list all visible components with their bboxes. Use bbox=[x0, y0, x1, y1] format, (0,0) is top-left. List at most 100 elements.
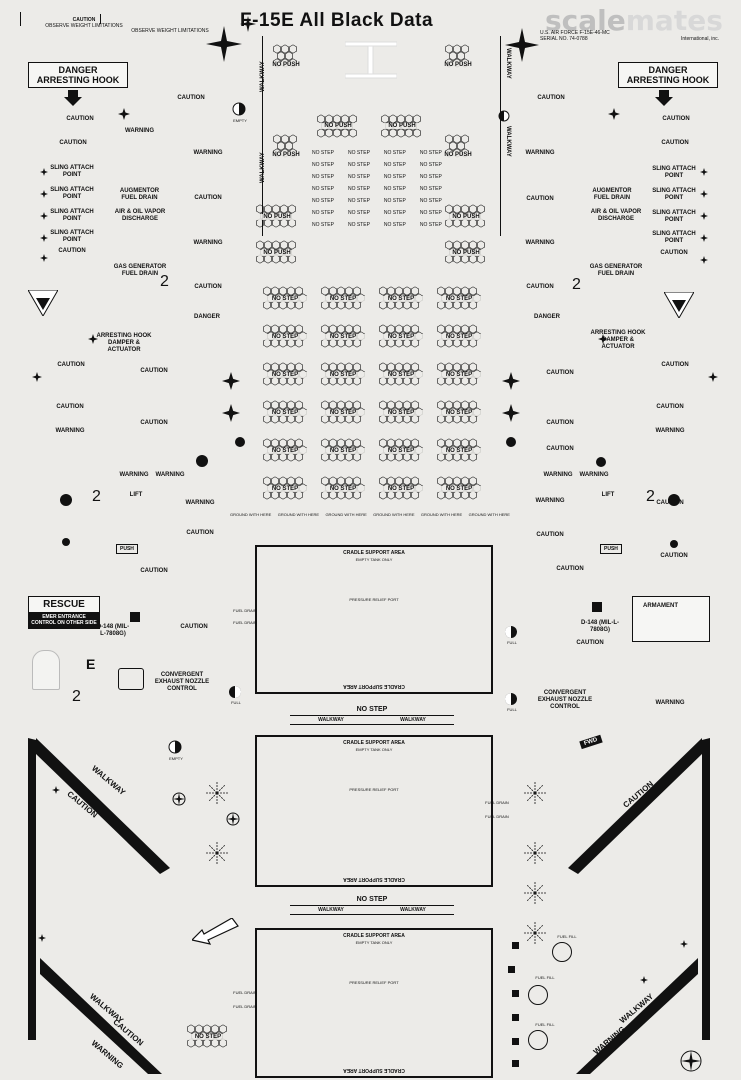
convergent-label: CONVERGENT EXHAUST NOZZLE CONTROL bbox=[537, 690, 593, 710]
star-marker-icon bbox=[708, 372, 718, 382]
danger-label: DANGER bbox=[193, 314, 220, 320]
alignment-star-icon bbox=[206, 26, 242, 62]
star-marker-icon bbox=[700, 256, 708, 264]
danger-intake-icon bbox=[664, 292, 694, 318]
cross-star-icon bbox=[680, 1050, 702, 1072]
crop-mark bbox=[100, 14, 101, 24]
sling-attach-label: SLING ATTACH POINT bbox=[50, 165, 94, 178]
no-step-hex: NO STEP bbox=[320, 476, 366, 504]
no-step-strip: NO STEP bbox=[356, 706, 388, 713]
no-step-text: NO STEP bbox=[419, 162, 442, 168]
caution-label: CAUTION bbox=[140, 368, 168, 374]
caution-label: CAUTION bbox=[140, 568, 168, 574]
ground-point-dot bbox=[60, 494, 72, 506]
sling-attach-label: SLING ATTACH POINT bbox=[652, 231, 696, 244]
caution-label: CAUTION bbox=[186, 530, 214, 536]
alignment-star-icon bbox=[505, 28, 539, 62]
fuel-drain-label: FUEL DRAIN bbox=[233, 1004, 257, 1009]
caution-label: CAUTION bbox=[546, 446, 574, 452]
fuel-fill-label: FUEL FILL bbox=[557, 934, 577, 939]
no-step-hex: NO STEP bbox=[436, 362, 482, 390]
no-push-hex: NO PUSH bbox=[255, 204, 299, 232]
star-marker-icon bbox=[40, 168, 48, 176]
caution-label: CAUTION bbox=[556, 566, 584, 572]
no-step-text: NO STEP bbox=[383, 210, 406, 216]
no-step-hex: NO STEP bbox=[320, 400, 366, 428]
warning-label: WARNING bbox=[655, 428, 685, 434]
warning-label: WARNING bbox=[579, 472, 609, 478]
lift-label: LIFT bbox=[129, 492, 143, 498]
danger-intake-icon bbox=[28, 290, 58, 316]
fuel-fill-ring bbox=[528, 1030, 548, 1050]
walkway-line bbox=[500, 36, 501, 236]
no-step-text: NO STEP bbox=[347, 198, 370, 204]
caution-label: CAUTION bbox=[662, 116, 690, 122]
fuel-drain-label: FUEL DRAIN bbox=[485, 800, 509, 805]
ground-point-dot bbox=[596, 457, 606, 467]
star-marker-icon bbox=[502, 404, 520, 422]
marker-square bbox=[512, 1060, 519, 1067]
caution-label: CAUTION bbox=[194, 195, 222, 201]
no-step-text: NO STEP bbox=[419, 174, 442, 180]
star-marker-icon bbox=[88, 334, 98, 344]
gauge-empty-icon bbox=[168, 740, 182, 754]
no-step-hex: NO STEP bbox=[320, 324, 366, 352]
warning-label: WARNING bbox=[543, 472, 573, 478]
fuel-fill-ring bbox=[552, 942, 572, 962]
push-label: PUSH bbox=[116, 544, 138, 554]
air-oil-vapor-label: AIR & OIL VAPOR DISCHARGE bbox=[590, 209, 642, 222]
no-step-text: NO STEP bbox=[383, 198, 406, 204]
fuel-drain-label: FUEL DRAIN bbox=[485, 814, 509, 819]
marker-square bbox=[512, 942, 519, 949]
manufacturer: International, inc. bbox=[680, 36, 720, 42]
no-step-text: NO STEP bbox=[347, 174, 370, 180]
no-step-text: NO STEP bbox=[383, 150, 406, 156]
convergent-label: CONVERGENT EXHAUST NOZZLE CONTROL bbox=[154, 672, 210, 692]
liquid-box bbox=[118, 668, 144, 690]
no-step-text: NO STEP bbox=[383, 222, 406, 228]
no-step-hex: NO STEP bbox=[436, 286, 482, 314]
no-step-hex: NO STEP bbox=[320, 362, 366, 390]
caution-label: CAUTION bbox=[194, 284, 222, 290]
no-step-text: NO STEP bbox=[347, 186, 370, 192]
tow-symbol-icon bbox=[345, 41, 397, 79]
no-push-hex: NO PUSH bbox=[444, 44, 472, 88]
rosette-icon bbox=[524, 922, 546, 944]
marker-square bbox=[592, 602, 602, 612]
ground-point-dot bbox=[62, 538, 70, 546]
star-marker-icon bbox=[38, 934, 46, 942]
star-marker-icon bbox=[40, 254, 48, 262]
armament-title: ARMAMENT bbox=[643, 603, 678, 609]
rosette-icon bbox=[524, 842, 546, 864]
no-step-text: NO STEP bbox=[347, 162, 370, 168]
empty-label: EMPTY bbox=[233, 118, 247, 123]
no-step-hex: NO STEP bbox=[262, 362, 308, 390]
alignment-star-icon bbox=[240, 16, 256, 32]
no-step-text: NO STEP bbox=[312, 198, 334, 204]
no-step-text: NO STEP bbox=[419, 198, 442, 204]
no-push-hex: NO PUSH bbox=[444, 240, 488, 268]
no-step-hex: NO STEP bbox=[378, 324, 424, 352]
ground-point-dot bbox=[506, 437, 516, 447]
number-two: 2 bbox=[572, 276, 581, 293]
caution-label: CAUTION bbox=[180, 624, 208, 630]
caution-label: CAUTION bbox=[536, 532, 564, 538]
full-label: FULL bbox=[507, 707, 517, 712]
fuel-drain-label: FUEL DRAIN bbox=[233, 990, 257, 995]
arresting-hook-damper-label: ARRESTING HOOK DAMPER & ACTUATOR bbox=[590, 330, 646, 350]
ground-point-dot bbox=[670, 540, 678, 548]
danger-label: DANGER bbox=[533, 314, 560, 320]
no-step-hex: NO STEP bbox=[436, 476, 482, 504]
star-marker-icon bbox=[700, 212, 708, 220]
warning-label: WARNING bbox=[185, 500, 215, 506]
push-label: PUSH bbox=[600, 544, 622, 554]
no-push-hex: NO PUSH bbox=[255, 240, 299, 268]
caution-label: CAUTION bbox=[140, 420, 168, 426]
no-step-text: NO STEP bbox=[312, 186, 334, 192]
star-marker-icon bbox=[40, 190, 48, 198]
star-marker-icon bbox=[118, 108, 130, 120]
caution-label: CAUTION bbox=[661, 140, 689, 146]
